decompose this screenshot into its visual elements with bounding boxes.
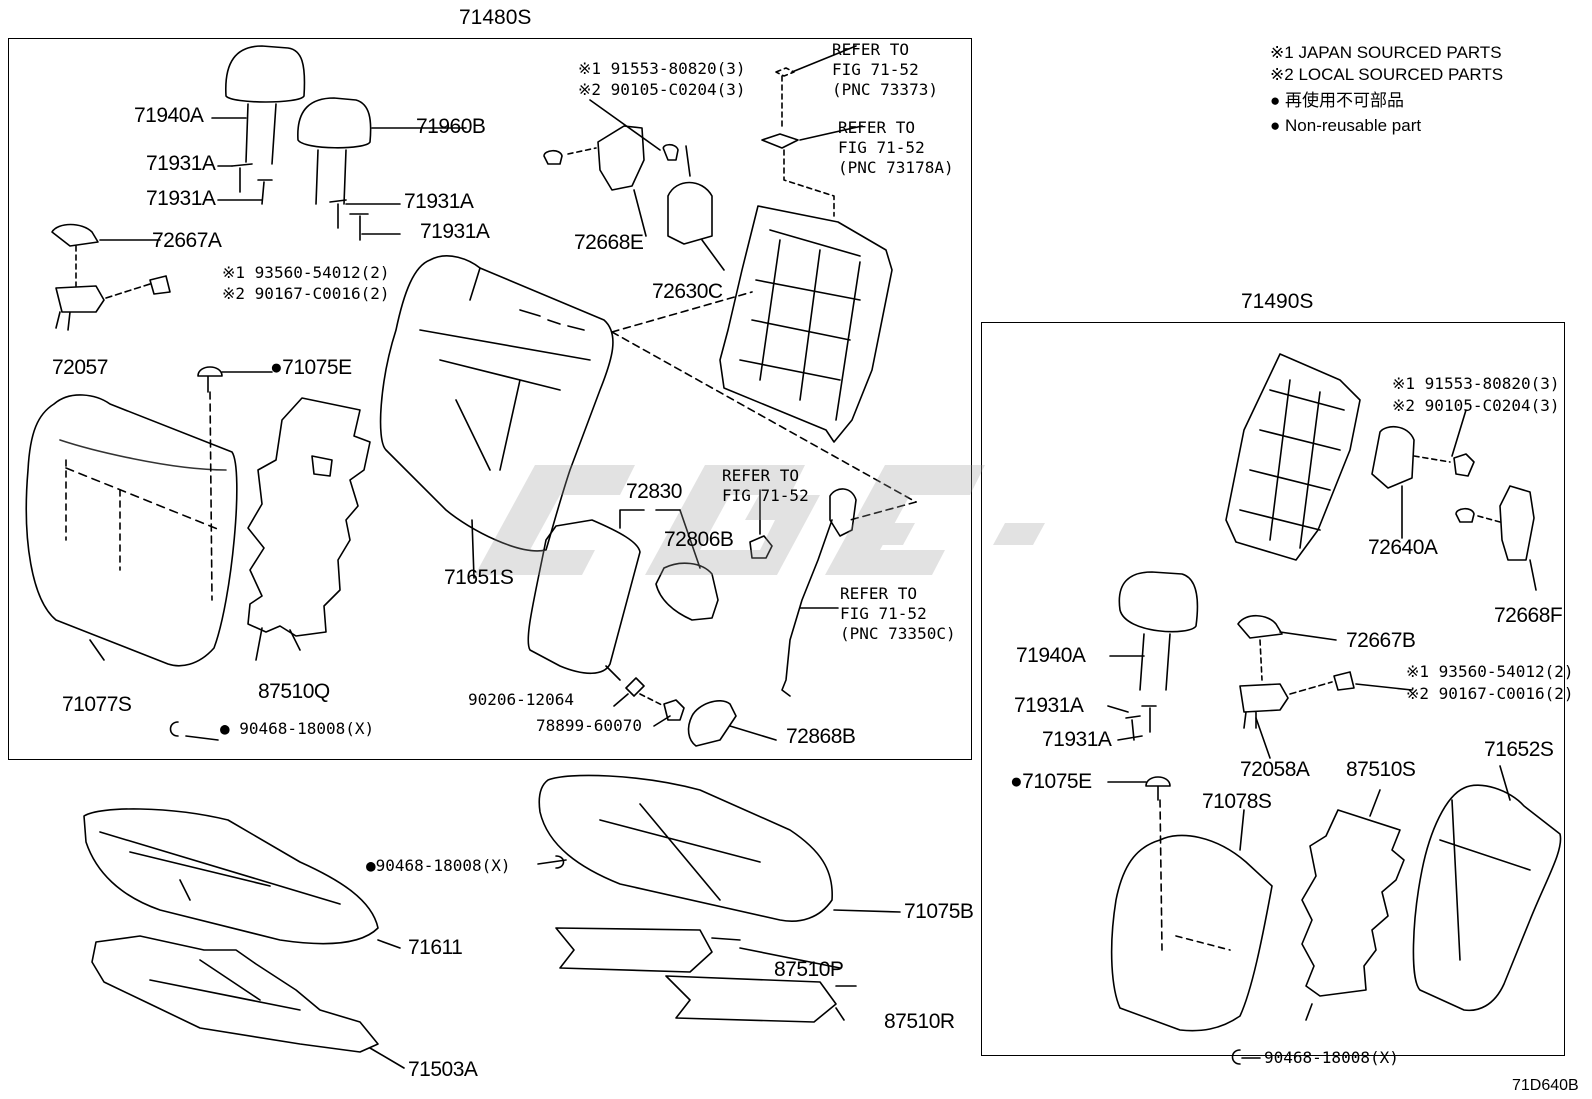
label-refer-to: REFER TO	[838, 118, 916, 137]
label-refer-to: REFER TO	[832, 40, 910, 59]
label-71652S: 71652S	[1484, 738, 1554, 761]
legend-text: 再使用不可部品	[1285, 91, 1405, 110]
label-87510Q: 87510Q	[258, 680, 330, 703]
label-71931A: 71931A	[1042, 728, 1112, 751]
legend-text: Non-reusable part	[1285, 116, 1422, 135]
label-72640A: 72640A	[1368, 536, 1438, 559]
label-72667B: 72667B	[1346, 629, 1416, 652]
label-refer-pnc: (PNC 73178A)	[838, 158, 954, 177]
figure-code: 71D640B	[1512, 1077, 1579, 1094]
label-note1-93560: ※1 93560-54012(2)	[222, 263, 390, 282]
label-90468-18008: 90468-18008(X)	[1264, 1048, 1399, 1067]
label-note2-90167: ※2 90167-C0016(2)	[222, 284, 390, 303]
label-71078S: 71078S	[1202, 790, 1272, 813]
label-72668F: 72668F	[1494, 604, 1563, 627]
label-71931A: 71931A	[146, 187, 216, 210]
label-71611: 71611	[408, 936, 463, 959]
label-71931A: 71931A	[1014, 694, 1084, 717]
legend-mark: ●	[1270, 91, 1281, 110]
label-72668E: 72668E	[574, 231, 644, 254]
label-71931A: 71931A	[146, 152, 216, 175]
seatback-frame-left	[719, 205, 893, 443]
legend-item: ● Non-reusable part	[1270, 115, 1421, 137]
legend-item: ● 再使用不可部品	[1270, 90, 1404, 112]
legend-text: LOCAL SOURCED PARTS	[1298, 65, 1504, 84]
label-72806B: 72806B	[664, 528, 734, 551]
label-71931A: 71931A	[420, 220, 490, 243]
label-note1-91553: ※1 91553-80820(3)	[578, 59, 746, 78]
legend-item: ※2 LOCAL SOURCED PARTS	[1270, 64, 1503, 86]
seatback-cover-71077S	[25, 394, 238, 667]
legend-item: ※1 JAPAN SOURCED PARTS	[1270, 42, 1502, 64]
group-label-71490S: 71490S	[1241, 290, 1314, 313]
seatback-pad-71651S	[379, 255, 614, 552]
label-note2-90105: ※2 90105-C0204(3)	[578, 80, 746, 99]
label-71960B: 71960B	[416, 115, 486, 138]
label-72667A: 72667A	[152, 229, 222, 252]
label-90468-18008: ●90468-18008(X)	[366, 856, 511, 875]
label-note1-93560: ※1 93560-54012(2)	[1406, 662, 1574, 681]
group-box-71490S	[981, 322, 1565, 1056]
group-box-71480S	[8, 38, 972, 760]
headrest-71960B	[297, 97, 372, 205]
label-refer-to: REFER TO	[840, 584, 918, 603]
label-87510S: 87510S	[1346, 758, 1416, 781]
label-refer-fig: FIG 71-52	[840, 604, 927, 623]
label-refer-pnc: (PNC 73350C)	[840, 624, 956, 643]
legend-mark: ※2	[1270, 65, 1294, 84]
seatback-frame-right	[1225, 353, 1361, 561]
label-72830: 72830	[626, 480, 682, 503]
legend-mark: ●	[1270, 116, 1281, 135]
label-87510P: 87510P	[774, 958, 844, 981]
label-note1-91553: ※1 91553-80820(3)	[1392, 374, 1560, 393]
label-71931A: 71931A	[404, 190, 474, 213]
label-refer-fig: FIG 71-52	[722, 486, 809, 505]
label-71077S: 71077S	[62, 693, 132, 716]
label-71651S: 71651S	[444, 566, 514, 589]
label-72057: 72057	[52, 356, 108, 379]
label-71940A: 71940A	[1016, 644, 1086, 667]
legend-mark: ※1	[1270, 43, 1294, 62]
label-note2-90167: ※2 90167-C0016(2)	[1406, 684, 1574, 703]
label-90206-12064: 90206-12064	[468, 690, 574, 709]
label-refer-fig: FIG 71-52	[832, 60, 919, 79]
group-label-71480S: 71480S	[459, 6, 532, 29]
label-71503A: 71503A	[408, 1058, 478, 1081]
legend-text: JAPAN SOURCED PARTS	[1298, 43, 1502, 62]
label-71075B: 71075B	[904, 900, 974, 923]
label-72058A: 72058A	[1240, 758, 1310, 781]
label-refer-pnc: (PNC 73373)	[832, 80, 938, 99]
headrest-71940A-left	[225, 45, 306, 165]
label-90468-18008: ● 90468-18008(X)	[220, 719, 375, 738]
label-78899-60070: 78899-60070	[536, 716, 642, 735]
label-87510R: 87510R	[884, 1010, 955, 1033]
label-71075E: ●71075E	[270, 356, 352, 379]
label-refer-to: REFER TO	[722, 466, 800, 485]
label-71075E: ●71075E	[1010, 770, 1092, 793]
label-71940A: 71940A	[134, 104, 204, 127]
label-note2-90105: ※2 90105-C0204(3)	[1392, 396, 1560, 415]
label-72630C: 72630C	[652, 280, 723, 303]
label-72868B: 72868B	[786, 725, 856, 748]
label-refer-fig: FIG 71-52	[838, 138, 925, 157]
watermark-logo	[475, 465, 1045, 575]
